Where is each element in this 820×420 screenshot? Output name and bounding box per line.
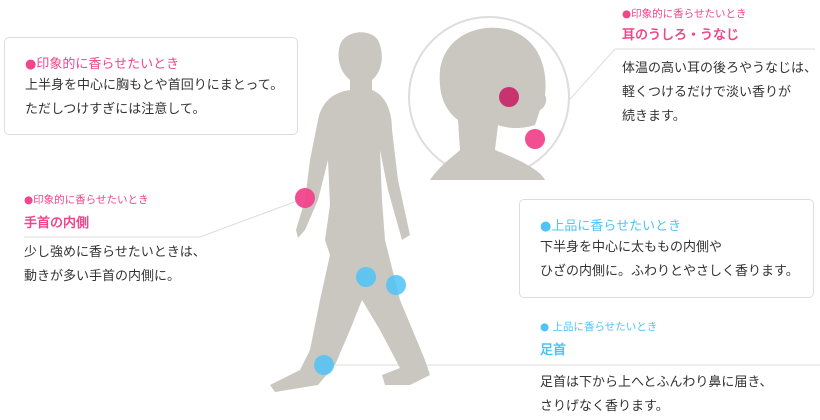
wrist-dot xyxy=(295,188,315,208)
thigh-dot xyxy=(356,267,376,287)
legs-info-box: ●上品に香らせたいとき 下半身を中心に太ももの内側や ひざの内側に。ふわりとやさ… xyxy=(519,199,814,298)
chest-label: ●印象的に香らせたいとき xyxy=(25,57,180,72)
legs-line-2: ひざの内側に。ふわりとやさしく香ります。 xyxy=(540,264,799,279)
wrist-label: ●印象的に香らせたいとき xyxy=(24,194,149,206)
chest-info-box: ●印象的に香らせたいとき 上半身を中心に胸もとや首回りにまとって。 ただしつけす… xyxy=(4,37,298,135)
neck-title: 耳のうしろ・うなじ xyxy=(622,28,740,43)
ankle-dot xyxy=(314,355,334,375)
ankle-line-2: さりげなく香ります。 xyxy=(540,399,669,414)
wrist-title: 手首の内側 xyxy=(24,216,90,231)
wrist-line-2: 動きが多い手首の内側に。 xyxy=(24,269,181,284)
neck-line-3: 続きます。 xyxy=(622,109,686,124)
nape-dot xyxy=(525,129,545,149)
ear-dot xyxy=(499,87,519,107)
ankle-line-1: 足首は下から上へとふんわり鼻に届き、 xyxy=(540,375,773,390)
legs-label: ●上品に香らせたいとき xyxy=(540,219,682,234)
legs-line-1: 下半身を中心に太ももの内側や xyxy=(540,240,723,255)
knee-dot xyxy=(386,275,406,295)
chest-line-2: ただしつけすぎには注意して。 xyxy=(25,102,206,117)
chest-line-1: 上半身を中心に胸もとや首回りにまとって。 xyxy=(25,78,284,93)
ankle-title: 足首 xyxy=(540,343,567,358)
ankle-label: ● 上品に香らせたいとき xyxy=(540,321,658,333)
woman-silhouette xyxy=(270,27,547,392)
neck-label: ●印象的に香らせたいとき xyxy=(622,8,747,20)
wrist-line-1: 少し強めに香らせたいときは、 xyxy=(24,245,206,260)
neck-line-1: 体温の高い耳の後ろやうなじは、 xyxy=(622,61,818,76)
spray-points xyxy=(295,87,545,375)
neck-line-2: 軽くつけるだけで淡い香りが xyxy=(622,85,792,100)
